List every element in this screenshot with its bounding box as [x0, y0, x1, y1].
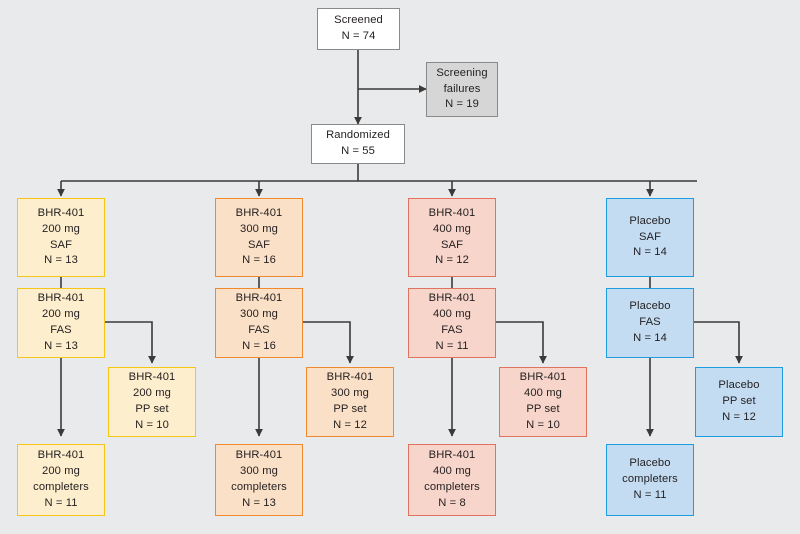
node-arm400-completers[interactable]: BHR-401 400 mg completers N = 8 [408, 444, 496, 516]
node-line: N = 11 [44, 496, 78, 509]
node-placebo-completers[interactable]: Placebo completers N = 11 [606, 444, 694, 516]
node-line: N = 14 [633, 331, 667, 344]
node-line: BHR-401 [428, 292, 476, 305]
node-line: FAS [639, 316, 661, 329]
node-line: N = 16 [242, 339, 276, 352]
node-line: Screened [334, 14, 383, 27]
node-line: completers [424, 481, 480, 493]
node-arm300-saf[interactable]: BHR-401 300 mg SAF N = 16 [215, 198, 303, 277]
node-line: BHR-401 [428, 449, 476, 462]
node-line: PP set [722, 395, 756, 408]
node-line: PP set [135, 403, 169, 415]
node-arm400-pp-set[interactable]: BHR-401 400 mg PP set N = 10 [499, 367, 587, 437]
node-line: SAF [247, 238, 271, 251]
node-arm300-pp-set[interactable]: BHR-401 300 mg PP set N = 12 [306, 367, 394, 437]
node-line: N = 55 [341, 145, 375, 157]
node-line: N = 11 [633, 488, 667, 501]
node-line: BHR-401 [128, 371, 176, 384]
node-line: FAS [441, 324, 463, 336]
node-line: 300 mg [240, 308, 278, 321]
node-line: 400 mg [433, 465, 471, 478]
node-line: BHR-401 [37, 206, 85, 219]
node-arm400-saf[interactable]: BHR-401 400 mg SAF N = 12 [408, 198, 496, 277]
node-line: 200 mg [42, 222, 80, 235]
node-line: 400 mg [433, 308, 471, 321]
node-line: 400 mg [524, 387, 562, 400]
node-line: 300 mg [240, 222, 278, 235]
node-placebo-fas[interactable]: Placebo FAS N = 14 [606, 288, 694, 358]
node-line: N = 74 [341, 30, 376, 42]
node-line: BHR-401 [235, 206, 283, 219]
node-line: N = 19 [445, 98, 479, 111]
node-line: BHR-401 [428, 206, 476, 219]
node-line: N = 10 [526, 418, 560, 431]
node-line: 300 mg [240, 465, 278, 478]
node-line: 400 mg [433, 222, 471, 235]
node-line: N = 12 [722, 410, 756, 423]
node-screening-failures[interactable]: Screening failures N = 19 [426, 62, 498, 117]
node-line: N = 13 [242, 496, 276, 509]
node-screened[interactable]: Screened N = 74 [317, 8, 400, 50]
node-arm400-fas[interactable]: BHR-401 400 mg FAS N = 11 [408, 288, 496, 358]
node-line: Placebo [718, 379, 760, 392]
node-line: Screening [436, 66, 488, 79]
node-line: FAS [50, 324, 72, 336]
node-line: Placebo [629, 300, 671, 313]
connector-placebo-fas-to-pp [694, 321, 743, 364]
node-line: 200 mg [42, 465, 80, 478]
node-line: N = 10 [135, 418, 169, 431]
node-arm200-pp-set[interactable]: BHR-401 200 mg PP set N = 10 [108, 367, 196, 437]
node-arm300-fas[interactable]: BHR-401 300 mg FAS N = 16 [215, 288, 303, 358]
node-line: N = 13 [44, 254, 78, 267]
node-line: 200 mg [42, 308, 80, 321]
node-line: BHR-401 [326, 371, 374, 384]
node-line: BHR-401 [519, 371, 567, 384]
node-arm200-saf[interactable]: BHR-401 200 mg SAF N = 13 [17, 198, 105, 277]
connector-arm400-fas-to-pp [496, 321, 547, 364]
node-line: FAS [248, 324, 270, 336]
node-line: completers [622, 473, 678, 486]
node-line: N = 13 [44, 339, 78, 352]
node-placebo-saf[interactable]: Placebo SAF N = 14 [606, 198, 694, 277]
node-line: BHR-401 [37, 292, 85, 305]
node-line: failures [443, 82, 481, 95]
connector-arm200-fas-to-pp [105, 321, 156, 364]
node-line: N = 14 [633, 246, 667, 259]
node-line: N = 16 [242, 254, 276, 267]
node-line: 200 mg [133, 387, 171, 400]
node-line: BHR-401 [235, 292, 283, 305]
node-line: completers [33, 481, 89, 493]
node-line: SAF [49, 238, 73, 251]
node-arm200-completers[interactable]: BHR-401 200 mg completers N = 11 [17, 444, 105, 516]
node-line: N = 12 [435, 254, 469, 267]
node-arm300-completers[interactable]: BHR-401 300 mg completers N = 13 [215, 444, 303, 516]
node-line: PP set [526, 403, 560, 415]
node-line: BHR-401 [37, 449, 85, 462]
node-line: 300 mg [331, 387, 369, 400]
node-arm200-fas[interactable]: BHR-401 200 mg FAS N = 13 [17, 288, 105, 358]
node-randomized[interactable]: Randomized N = 55 [311, 124, 405, 164]
node-line: N = 12 [333, 418, 367, 431]
node-line: SAF [440, 238, 464, 251]
node-line: N = 11 [435, 339, 469, 352]
node-line: completers [231, 481, 287, 493]
node-line: Placebo [629, 214, 671, 227]
node-line: Placebo [629, 457, 671, 470]
node-line: Randomized [326, 129, 390, 142]
node-line: BHR-401 [235, 449, 283, 462]
node-placebo-pp-set[interactable]: Placebo PP set N = 12 [695, 367, 783, 437]
connector-arm300-fas-to-pp [303, 321, 354, 364]
node-line: N = 8 [438, 496, 466, 509]
node-line: PP set [333, 403, 367, 415]
node-line: SAF [638, 230, 662, 243]
